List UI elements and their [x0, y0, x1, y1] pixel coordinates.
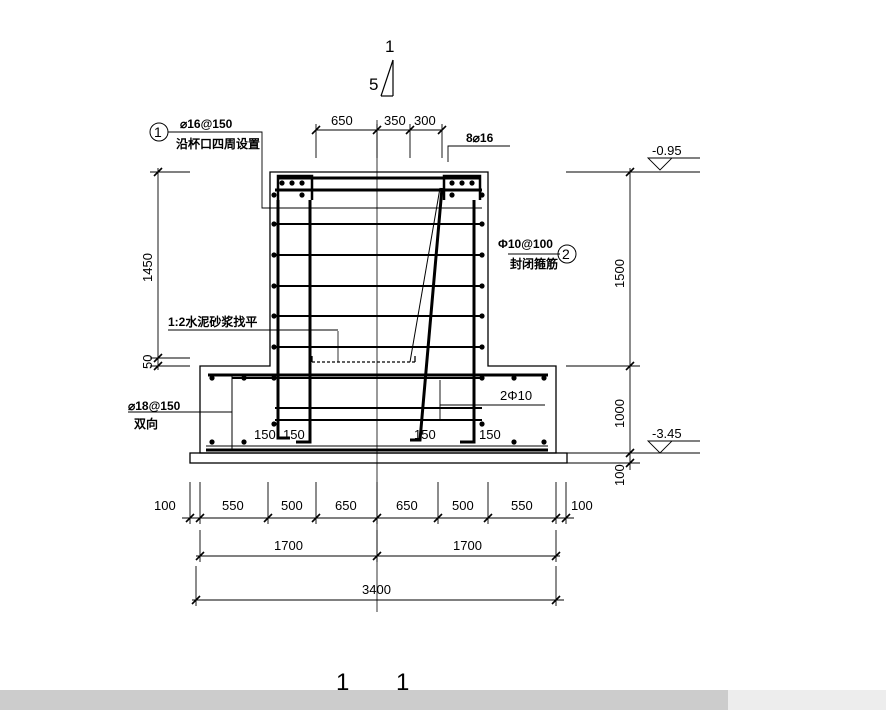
- dim-right-1500: 1500: [612, 259, 627, 288]
- dim-ticks: [153, 125, 635, 605]
- concrete-outline: [189, 171, 568, 464]
- cover-150-c: 150: [414, 427, 436, 442]
- left-dims: [150, 168, 190, 370]
- rebar-ref-number-2: 2: [562, 246, 570, 262]
- section-marker-number: 1: [385, 37, 394, 56]
- base-rebar-note: 双向: [134, 416, 158, 431]
- right-dims: [566, 157, 700, 470]
- dim-row1-4: 650: [396, 498, 418, 513]
- dim-row1-3: 650: [335, 498, 357, 513]
- dim-top-300: 300: [414, 113, 436, 128]
- cover-150-b: 150: [283, 427, 305, 442]
- dim-left-50: 50: [140, 355, 155, 369]
- leader-lines: [128, 131, 560, 420]
- section-marker-sheet: 5: [369, 75, 378, 94]
- section-title-left: 1: [336, 669, 349, 696]
- bars-2-text: 2Φ10: [500, 388, 532, 403]
- dim-row1-2: 500: [281, 498, 303, 513]
- dim-row1-1: 550: [222, 498, 244, 513]
- elevation-top: -0.95: [652, 143, 682, 158]
- stirrup-note: 封闭箍筋: [510, 256, 558, 271]
- stirrup-text: Φ10@100: [498, 237, 553, 251]
- dim-row1-6: 550: [511, 498, 533, 513]
- cover-150-d: 150: [479, 427, 501, 442]
- dim-top-350: 350: [384, 113, 406, 128]
- elevation-bottom: -3.45: [652, 426, 682, 441]
- reinforcement: [206, 174, 548, 452]
- rebar-ref-circle-1: [149, 122, 169, 142]
- dim-row1-7: 100: [571, 498, 593, 513]
- base-rebar-text: ⌀18@150: [128, 399, 181, 413]
- dim-top-650: 650: [331, 113, 353, 128]
- dim-right-100: 100: [612, 464, 627, 486]
- section-marker: 1 5: [369, 37, 394, 97]
- dim-total: 3400: [362, 582, 391, 597]
- rebar-cup-text: ⌀16@150: [180, 117, 233, 131]
- rebar-dots: [209, 180, 547, 445]
- dim-row1-5: 500: [452, 498, 474, 513]
- bottom-scrollbar-track[interactable]: [0, 690, 728, 710]
- section-title-right: 1: [396, 669, 409, 696]
- rebar-cup-note: 沿杯口四周设置: [175, 136, 260, 151]
- mortar-note: 1:2水泥砂浆找平: [168, 314, 257, 329]
- rebar-ref-number-1: 1: [154, 124, 162, 140]
- cover-150-a: 150: [254, 427, 276, 442]
- bottom-scrollbar-end: [728, 690, 886, 710]
- dim-row2-1: 1700: [453, 538, 482, 553]
- dim-row1-0: 100: [154, 498, 176, 513]
- dim-left-1450: 1450: [140, 253, 155, 282]
- dim-right-1000: 1000: [612, 399, 627, 428]
- rebar-top-text: 8⌀16: [466, 131, 494, 145]
- dim-row2-0: 1700: [274, 538, 303, 553]
- rebar-ref-circle-2: [557, 244, 577, 264]
